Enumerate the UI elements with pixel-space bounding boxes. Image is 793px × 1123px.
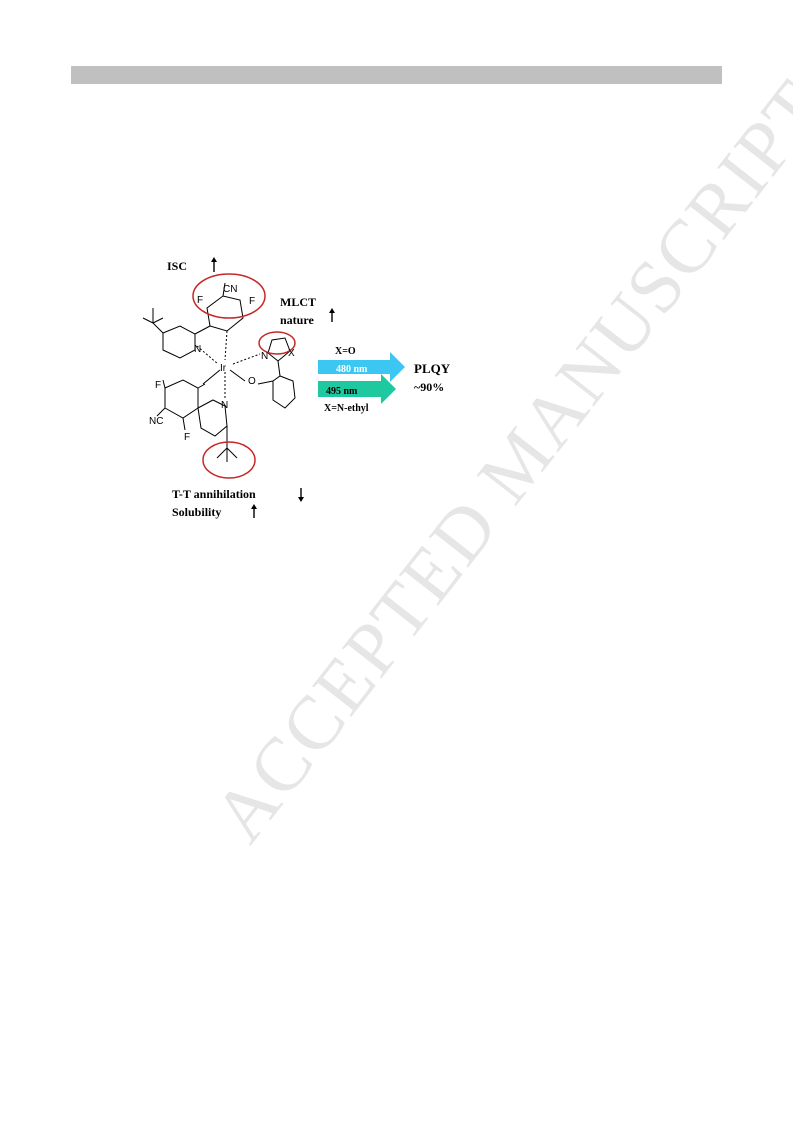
solubility-up-arrow-icon [251,504,257,518]
tt-down-arrow-icon [298,488,304,502]
graphical-abstract: CN F F N Ir N X O F NC F N ISC MLCT natu… [135,248,475,543]
isc-up-arrow-icon [211,257,217,272]
atom-nc: NC [149,416,163,427]
atom-f1: F [197,295,203,306]
atom-o: O [248,376,256,387]
highlight-fluorophenyl [192,273,266,319]
header-bar [71,66,722,84]
isc-label: ISC [167,259,187,273]
plqy-value: ~90% [414,380,444,394]
mlct-label: MLCT [280,295,316,309]
atom-x: X [288,348,295,359]
atom-n3: N [221,400,228,411]
plqy-label: PLQY [414,361,451,376]
atom-cn-top: CN [223,284,237,295]
mlct-up-arrow-icon [329,308,335,322]
nm-480-label: 480 nm [336,364,368,375]
highlight-oxazoline [258,331,296,355]
x-o-label: X=O [335,346,356,357]
atom-n2: N [261,351,268,362]
nature-label: nature [280,313,314,327]
nm-495-label: 495 nm [326,386,358,397]
solubility-label: Solubility [172,505,221,519]
atom-f2: F [249,296,255,307]
arrow-495 [318,374,396,404]
highlight-tbutyl [202,441,256,479]
graphical-abstract-svg: CN F F N Ir N X O F NC F N ISC MLCT natu… [142,257,451,519]
atom-f4: F [184,432,190,443]
tt-annihilation-label: T-T annihilation [172,487,256,501]
arrow-480 [318,352,405,382]
atom-ir: Ir [220,363,227,374]
atom-f3: F [155,380,161,391]
x-nethyl-label: X=N-ethyl [324,403,369,414]
atom-n1: N [194,344,201,355]
